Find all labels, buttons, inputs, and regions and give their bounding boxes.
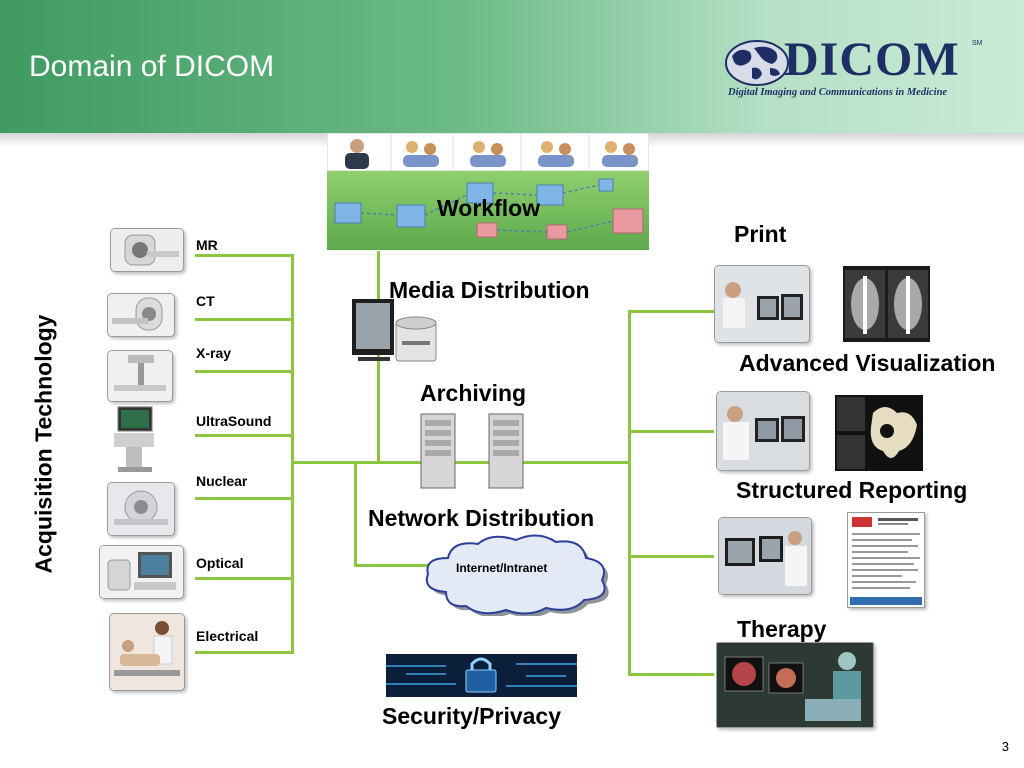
page-number: 3: [1001, 739, 1009, 754]
workflow-panel: [326, 132, 650, 250]
workflow-label: Workflow: [437, 195, 541, 221]
doctor-icon: [345, 139, 369, 169]
lock-icon: [465, 657, 497, 693]
folder-icon: [476, 208, 644, 240]
modality-mr-label: MR: [196, 237, 218, 253]
mr-scanner-image: [110, 228, 184, 272]
folder-icon: [334, 178, 614, 228]
modality-optical-label: Optical: [196, 555, 244, 571]
security-lock-image: [386, 654, 577, 697]
chest-xray-films-image: [843, 266, 930, 342]
structured-report-document-image: [847, 512, 925, 608]
print-workstation-image: [714, 265, 810, 343]
archiving-label: Archiving: [420, 380, 527, 406]
advanced-visualization-label: Advanced Visualization: [739, 350, 996, 376]
structured-reporting-label: Structured Reporting: [736, 477, 968, 503]
user-pair-icon: [602, 141, 638, 167]
xray-machine-image: [107, 350, 173, 402]
header-banner: [0, 0, 1024, 133]
3d-pelvis-render-image: [835, 395, 923, 471]
logo-servicemark: SM: [972, 40, 983, 47]
logo-wordmark: DICOM: [784, 33, 960, 86]
user-pair-icon: [470, 141, 506, 167]
dicom-logo: DICOM SM Digital Imaging and Communicati…: [724, 33, 994, 106]
media-burner-image: [350, 297, 450, 367]
server-icon: [488, 413, 524, 489]
internet-intranet-label: Internet/Intranet: [456, 561, 548, 575]
therapy-label: Therapy: [737, 616, 827, 642]
nuclear-scanner-image: [107, 482, 175, 536]
slide-title: Domain of DICOM: [29, 50, 275, 83]
modality-ct-label: CT: [196, 293, 215, 309]
globe-icon: [725, 40, 789, 86]
ct-scanner-image: [107, 293, 175, 337]
server-icon: [420, 413, 456, 489]
modality-nuclear-label: Nuclear: [196, 473, 248, 489]
media-distribution-label: Media Distribution: [389, 277, 590, 303]
operating-room-image: [716, 642, 874, 728]
internet-cloud: [416, 528, 618, 618]
archive-servers-image: [417, 410, 535, 490]
security-privacy-label: Security/Privacy: [382, 703, 562, 729]
visualization-workstation-image: [716, 391, 810, 471]
ultrasound-machine-image: [108, 403, 164, 475]
print-label: Print: [734, 221, 787, 247]
modality-electrical-label: Electrical: [196, 628, 259, 644]
electrical-exam-image: [109, 613, 185, 691]
reporting-workstation-image: [718, 517, 812, 595]
acquisition-title: Acquisition Technology: [30, 314, 57, 574]
modality-xray-label: X-ray: [196, 345, 232, 361]
network-distribution-label: Network Distribution: [368, 505, 595, 531]
optical-device-image: [99, 545, 184, 599]
logo-tagline: Digital Imaging and Communications in Me…: [728, 87, 948, 98]
modality-ultrasound-label: UltraSound: [196, 413, 272, 429]
user-pair-icon: [403, 141, 439, 167]
user-pair-icon: [538, 141, 574, 167]
